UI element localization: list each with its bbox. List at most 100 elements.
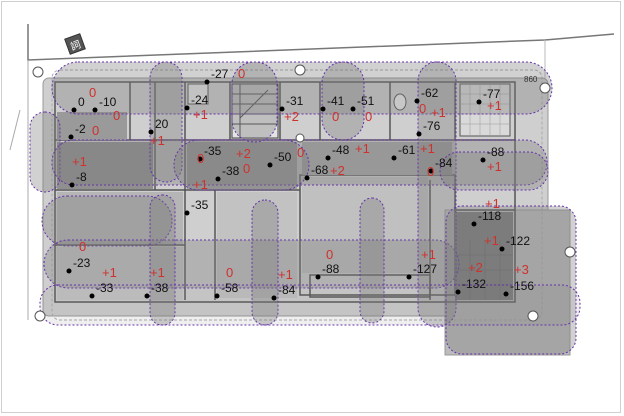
bath-fixtures	[187, 83, 511, 137]
measurement-label-m24: +1	[487, 98, 502, 113]
measurement-point-m09	[184, 105, 190, 111]
measurement-point-m41	[428, 168, 434, 174]
room-walls	[54, 81, 516, 303]
measurement-label-m47: -118	[478, 209, 501, 223]
measurement-label-m22: -76	[423, 119, 441, 133]
room-fills	[57, 112, 513, 300]
measurement-point-m36	[391, 155, 397, 161]
measurement-label-m29: 0	[197, 151, 204, 166]
measurement-label-m64: -33	[96, 281, 114, 295]
measurement-label-m65: -38	[151, 281, 169, 295]
measurement-lanes	[29, 61, 581, 355]
measurement-label-m41: -84	[435, 156, 453, 170]
measurement-point-m17	[350, 106, 356, 112]
measurement-point-m11	[148, 129, 154, 135]
measurement-points	[66, 79, 509, 301]
measurement-point-m42	[480, 157, 486, 163]
measurement-label-m08: 0	[92, 123, 99, 138]
measurement-label-m58: +1	[102, 265, 117, 280]
measurement-label-m21: +1	[431, 105, 446, 120]
measurement-point-m49	[499, 246, 505, 252]
measurement-label-m15: -41	[327, 94, 345, 108]
measurement-label-m01: -27	[211, 67, 229, 81]
measurement-label-m27: -35	[204, 144, 222, 158]
measurement-label-m30: -38	[222, 164, 240, 178]
measurement-point-m47	[471, 221, 477, 227]
corner-markers	[32, 64, 576, 322]
measurement-label-m19: -62	[421, 86, 439, 100]
measurement-label-m10: +1	[193, 107, 208, 122]
measurement-label-m20: 0	[419, 101, 426, 116]
measurement-point-m65	[144, 293, 150, 299]
measurement-label-m13: -31	[286, 94, 304, 108]
measurement-label-m55: -127	[413, 262, 437, 276]
measurement-label-m66: -58	[221, 281, 239, 295]
measurement-point-m27	[197, 156, 203, 162]
measurement-label-m04: 0	[89, 85, 96, 100]
measurement-label-m63: -156	[510, 279, 534, 293]
measurement-label-m14: +2	[284, 109, 299, 124]
measurement-label-m39: +2	[330, 163, 345, 178]
measurement-point-m45	[184, 210, 190, 216]
measurement-label-m23: -77	[483, 87, 501, 101]
measurement-point-m22	[416, 131, 422, 137]
measurement-point-m30	[215, 176, 221, 182]
measurement-point-m62	[455, 289, 461, 295]
measurement-label-m44: +1	[193, 177, 208, 192]
measurement-label-m37: +1	[420, 141, 435, 156]
measurement-label-m05: -10	[99, 95, 117, 109]
measurement-point-m64	[89, 293, 95, 299]
measurement-label-m51: -23	[73, 256, 91, 270]
measurement-label-m16: 0	[332, 109, 339, 124]
measurement-label-m03: 0	[78, 95, 85, 109]
measurement-label-m67: -84	[278, 283, 296, 297]
measurement-point-m03	[71, 107, 77, 113]
measurement-point-m19	[414, 98, 420, 104]
measurement-label-m25: +1	[72, 154, 87, 169]
stairs-icon	[231, 83, 279, 139]
measurement-label-m28: +2	[236, 146, 251, 161]
measurement-label-m33: 0	[297, 145, 304, 160]
measurement-label-m62: -132	[462, 277, 486, 291]
measurement-label-m50: 0	[79, 239, 86, 254]
measurement-label-m53: -88	[322, 262, 340, 276]
measurement-label-m43: +1	[487, 159, 502, 174]
measurement-point-m32	[267, 162, 273, 168]
measurement-label-m36: -61	[398, 143, 416, 157]
measurement-label-m59: +1	[150, 265, 165, 280]
measurement-label-m12: +1	[150, 133, 165, 148]
measurement-label-m60: 0	[226, 265, 233, 280]
measurement-point-m05	[92, 107, 98, 113]
measurement-label-m42: -88	[487, 145, 505, 159]
measurement-label-m46: +1	[485, 196, 500, 211]
measurement-label-m56: +2	[468, 260, 483, 275]
measurement-label-m34: -48	[332, 143, 350, 157]
site-label-marker: 詞	[64, 33, 86, 55]
measurement-label-m17: -51	[357, 94, 375, 108]
measurement-label-m02: 0	[238, 66, 245, 81]
measurement-label-m40: 0	[427, 164, 434, 179]
measurement-point-m63	[503, 291, 509, 297]
measurement-label-m38: -68	[311, 163, 329, 177]
measurement-label-m06: 0	[113, 108, 120, 123]
measurement-label-m48: +1	[484, 233, 499, 248]
site-label: 詞	[69, 38, 83, 54]
measurement-label-m18: 0	[365, 109, 372, 124]
measurement-label-m31: 0	[243, 161, 250, 176]
measurement-point-m26	[69, 182, 75, 188]
measurement-label-m32: -50	[274, 150, 292, 164]
measurement-point-m15	[320, 106, 326, 112]
measurement-point-m67	[271, 295, 277, 301]
measurement-label-m52: 0	[326, 247, 333, 262]
measurement-point-m51	[66, 268, 72, 274]
measurement-point-m01	[204, 79, 210, 85]
measurement-label-m26: -8	[76, 170, 87, 184]
measurement-label-m35: +1	[355, 141, 370, 156]
measurement-point-m23	[476, 99, 482, 105]
measurement-point-m34	[325, 155, 331, 161]
measurement-label-m54: +1	[421, 247, 436, 262]
